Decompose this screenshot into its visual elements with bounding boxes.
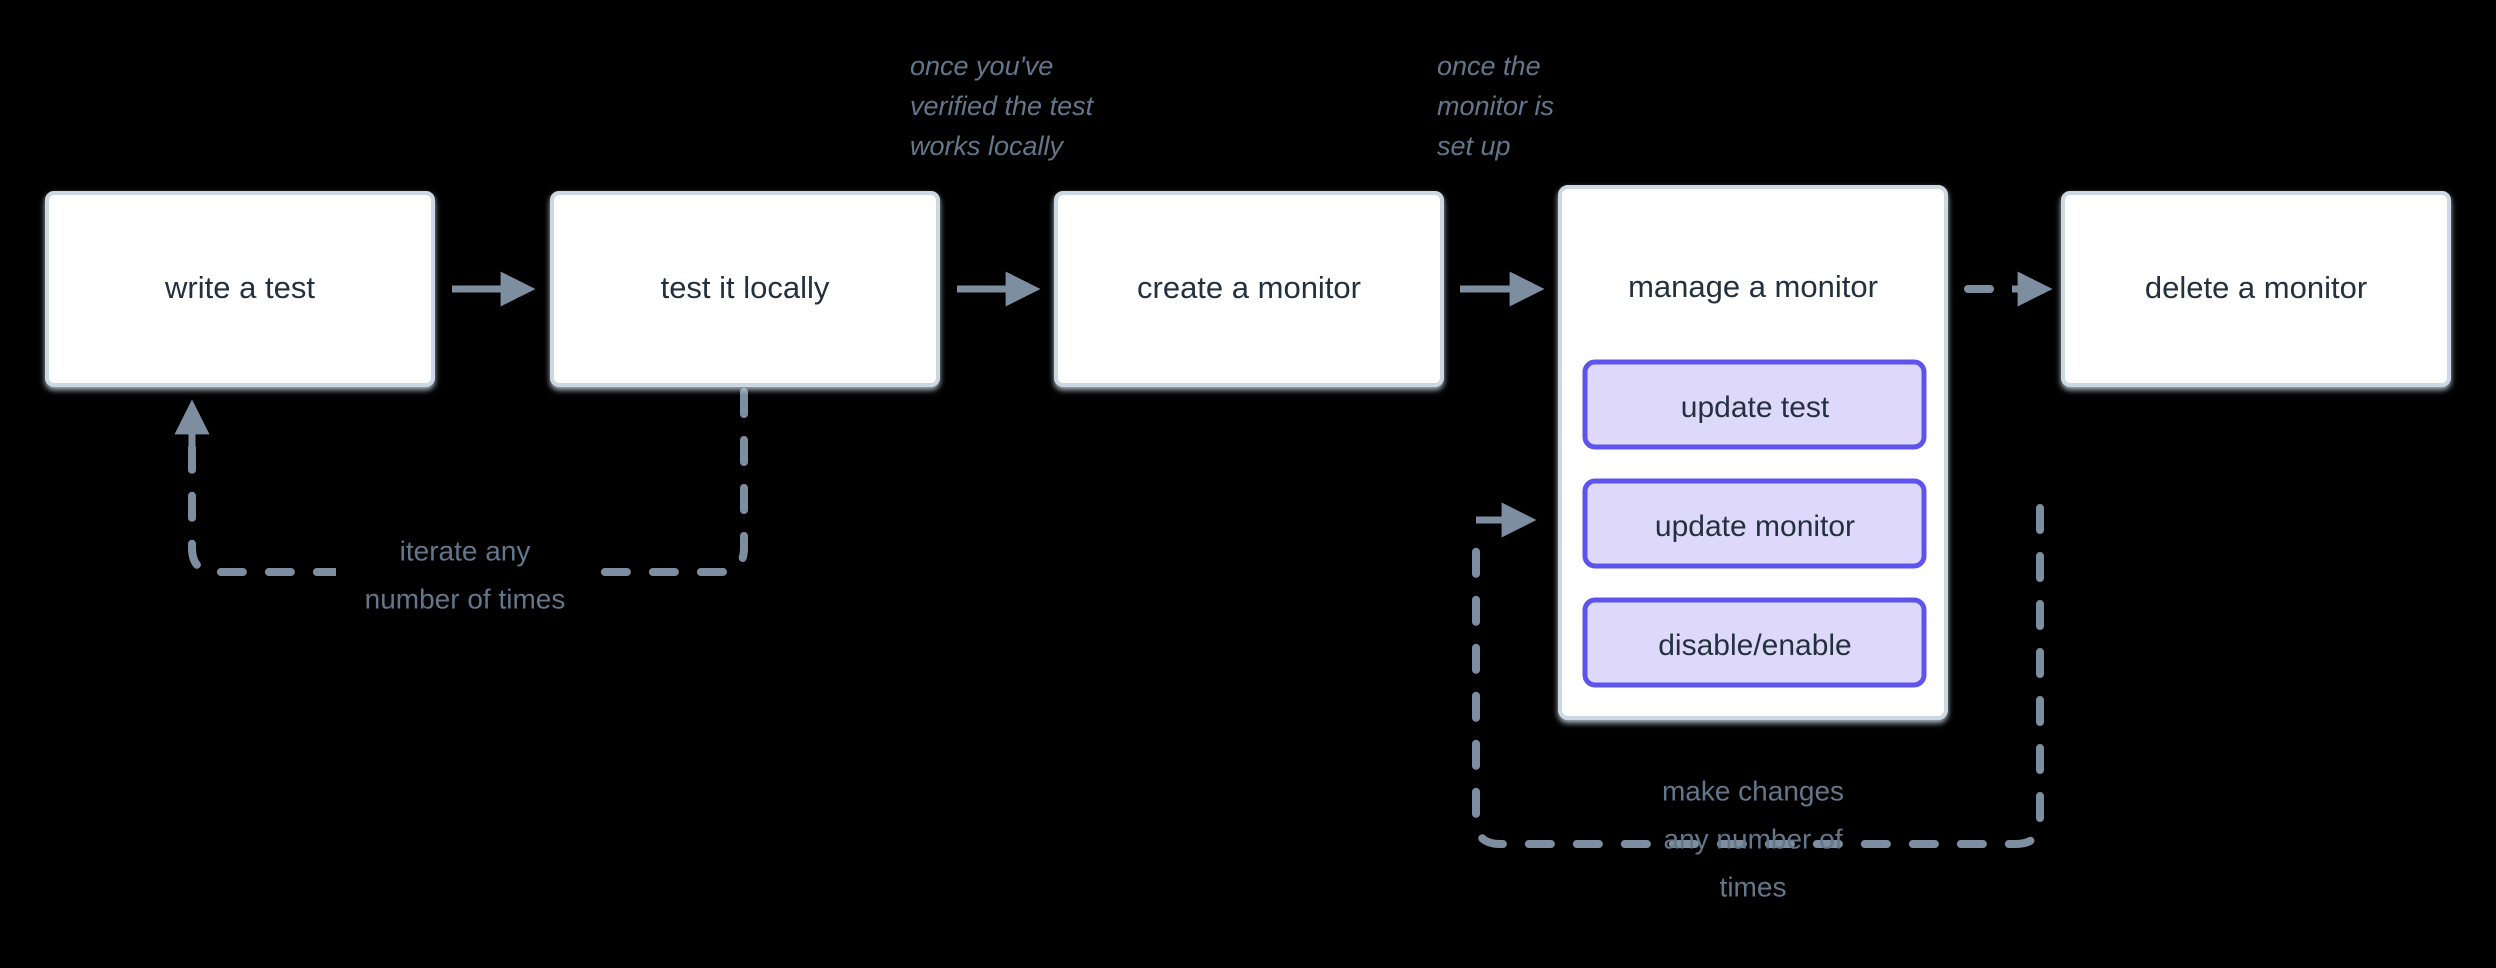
node-write-a-test-label: write a test	[164, 270, 315, 305]
edge-note-verified-locally: once you've verified the test works loca…	[910, 51, 1095, 161]
node-manage-a-monitor-label: manage a monitor	[1628, 269, 1878, 304]
node-write-a-test-box	[45, 191, 435, 387]
loop-note-iterate-line-2: number of times	[365, 583, 566, 614]
subnode-disable-enable-label: disable/enable	[1658, 629, 1852, 662]
node-write-a-test[interactable]: write a test	[45, 191, 435, 387]
subnode-disable-enable-box	[1582, 597, 1927, 688]
node-delete-a-monitor[interactable]: delete a monitor	[2061, 191, 2451, 387]
loop-note-iterate-backdrop	[336, 527, 588, 617]
subnode-update-test-label: update test	[1681, 391, 1830, 424]
subnode-update-test[interactable]: update test	[1582, 359, 1927, 450]
edge-note-verified-locally-line-3: works locally	[910, 131, 1065, 161]
loop-note-make-changes-line-1: make changes	[1662, 775, 1844, 806]
subnode-update-monitor[interactable]: update monitor	[1582, 478, 1927, 569]
node-create-a-monitor-label: create a monitor	[1137, 270, 1361, 305]
subnode-update-monitor-box	[1582, 478, 1927, 569]
node-delete-a-monitor-box	[2061, 191, 2451, 387]
node-delete-a-monitor-label: delete a monitor	[2145, 270, 2367, 305]
edge-note-verified-locally-line-2: verified the test	[910, 91, 1095, 121]
edge-note-monitor-set-up: once the monitor is set up	[1437, 51, 1554, 161]
node-test-it-locally-box	[550, 191, 940, 387]
edge-note-verified-locally-line-1: once you've	[910, 51, 1053, 81]
node-manage-a-monitor[interactable]: manage a monitor update test update moni…	[1558, 185, 1948, 720]
subnode-disable-enable[interactable]: disable/enable	[1582, 597, 1927, 688]
edge-note-monitor-set-up-line-1: once the	[1437, 51, 1541, 81]
node-create-a-monitor[interactable]: create a monitor	[1054, 191, 1444, 387]
subnode-update-test-box	[1582, 359, 1927, 450]
loop-note-make-changes-backdrop	[1630, 767, 1878, 823]
node-manage-a-monitor-box	[1558, 185, 1948, 720]
subnode-update-monitor-label: update monitor	[1655, 510, 1855, 543]
node-test-it-locally-label: test it locally	[661, 270, 830, 305]
node-test-it-locally[interactable]: test it locally	[550, 191, 940, 387]
loop-note-iterate: iterate any number of times	[336, 527, 588, 617]
node-create-a-monitor-box	[1054, 191, 1444, 387]
loop-make-changes-path	[1472, 502, 2044, 848]
loop-note-make-changes: make changes any number of times	[1630, 767, 1878, 902]
edge-note-monitor-set-up-line-3: set up	[1437, 131, 1511, 161]
loop-note-make-changes-line-2: any number of	[1664, 823, 1843, 854]
loop-note-make-changes-line-3: times	[1720, 871, 1787, 902]
loop-note-iterate-line-1: iterate any	[400, 535, 531, 566]
edge-note-monitor-set-up-line-2: monitor is	[1437, 91, 1554, 121]
